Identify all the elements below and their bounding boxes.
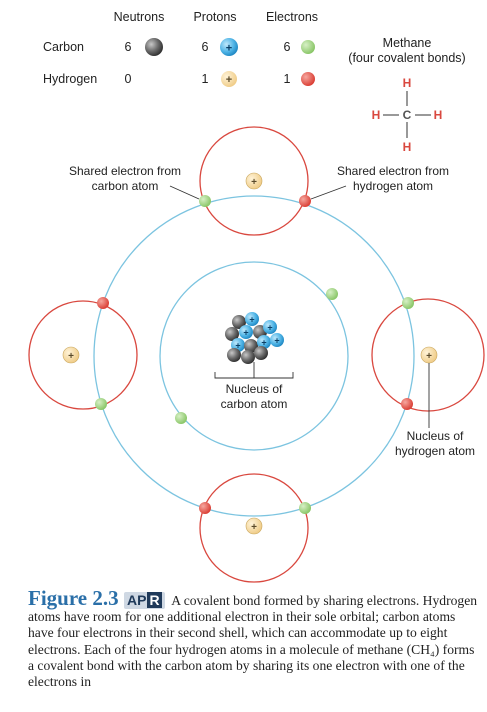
apr-badge-ap: AP <box>127 592 147 608</box>
label-shared-hydrogen-2: hydrogen atom <box>353 179 433 193</box>
nucleus-neutron <box>241 350 255 364</box>
carbon-inner-electron <box>175 412 187 424</box>
methane-title: Methane <box>383 36 432 50</box>
nucleus-proton-plus: + <box>274 336 279 346</box>
hydrogen-proton-icon <box>221 71 237 87</box>
hydrogen-orbital-left <box>28 300 138 410</box>
carbon-neutrons: 6 <box>125 40 132 54</box>
nucleus-neutron <box>225 327 239 341</box>
hydrogen-nucleus-bottom <box>245 517 263 535</box>
methane-h-top: H <box>403 76 412 90</box>
nucleus-proton-plus: + <box>235 341 240 351</box>
methane-subtitle: (four covalent bonds) <box>348 51 465 65</box>
nucleus-proton <box>245 312 259 326</box>
methane-h-right: H <box>434 108 443 122</box>
label-shared-carbon-2: carbon atom <box>92 179 159 193</box>
label-shared-carbon-1: Shared electron from <box>69 164 181 178</box>
nucleus-proton <box>239 325 253 339</box>
header-protons: Protons <box>193 10 236 24</box>
hydrogen-protons: 1 <box>202 72 209 86</box>
carbon-shells <box>93 195 415 517</box>
leader-shared-carbon <box>169 185 200 200</box>
nucleus-proton-plus: + <box>249 315 254 325</box>
nucleus-neutron <box>244 339 258 353</box>
hydrogen-nucleus-right-plus: + <box>426 351 432 362</box>
shared-electron-carbon-right <box>402 297 414 309</box>
label-nucleus-carbon-2: carbon atom <box>221 397 288 411</box>
label-nucleus-hydrogen-2: hydrogen atom <box>395 444 475 458</box>
header-electrons: Electrons <box>266 10 318 24</box>
header-neutrons: Neutrons <box>114 10 165 24</box>
nucleus-proton-plus: + <box>261 338 266 348</box>
hydrogen-electrons: 1 <box>284 72 291 86</box>
shared-electron-hydrogen-bottom <box>199 502 211 514</box>
shared-electron-carbon-top <box>199 195 211 207</box>
carbon-inner-electron <box>326 288 338 300</box>
row-carbon-label: Carbon <box>43 40 84 54</box>
label-nucleus-carbon-1: Nucleus of <box>226 382 283 396</box>
nucleus-proton-plus: + <box>243 328 248 338</box>
hydrogen-neutrons: 0 <box>125 72 132 86</box>
nucleus-proton <box>263 320 277 334</box>
label-nucleus-hydrogen-1: Nucleus of <box>407 429 464 443</box>
hydrogen-nucleus-bottom-plus: + <box>251 522 257 533</box>
caption-text: A covalent bond formed by sharing electr… <box>28 593 478 690</box>
shared-electron-carbon-left <box>95 398 107 410</box>
row-hydrogen-label: Hydrogen <box>43 72 97 86</box>
neutron-icon <box>145 38 163 56</box>
nucleus-neutron <box>254 346 268 360</box>
nucleus-proton <box>270 333 284 347</box>
nucleus-proton-plus: + <box>267 323 272 333</box>
hydrogen-orbital-top <box>199 126 309 236</box>
hydrogen-nucleus-left <box>62 346 80 364</box>
carbon-inner-shell <box>159 261 349 451</box>
hydrogen-orbital-bottom <box>199 473 309 583</box>
hydrogen-nuclei: + + + + <box>62 172 438 535</box>
nucleus-neutron <box>227 348 241 362</box>
callouts: Shared electron from carbon atom Shared … <box>69 164 475 458</box>
electron-green-icon <box>301 40 315 54</box>
hydrogen-nucleus-top-plus: + <box>251 177 257 188</box>
shared-electron-hydrogen-right <box>401 398 413 410</box>
apr-badge-r: R <box>147 592 162 608</box>
methane-h-left: H <box>372 108 381 122</box>
proton-icon-plus: + <box>226 43 232 55</box>
carbon-outer-shell <box>93 195 415 517</box>
label-shared-hydrogen-1: Shared electron from <box>337 164 449 178</box>
hydrogen-nucleus-left-plus: + <box>68 351 74 362</box>
hydrogen-orbital-right <box>371 298 485 412</box>
shared-electron-hydrogen-top <box>299 195 311 207</box>
hydrogen-orbitals <box>28 126 485 583</box>
methane-c: C <box>403 108 412 122</box>
electron-red-icon <box>301 72 315 86</box>
shared-electron-hydrogen-left <box>97 297 109 309</box>
leader-shared-hydrogen <box>310 185 347 200</box>
methane-h-bottom: H <box>403 140 412 154</box>
carbon-electrons: 6 <box>284 40 291 54</box>
carbon-protons: 6 <box>202 40 209 54</box>
carbon-nucleus: + + + + + + <box>225 312 284 364</box>
proton-icon <box>220 38 238 56</box>
nucleus-proton <box>257 335 271 349</box>
methane-formula: Methane (four covalent bonds) H H H H C <box>348 36 465 154</box>
electrons <box>95 195 414 514</box>
hydrogen-proton-plus: + <box>226 74 232 86</box>
shared-electron-carbon-bottom <box>299 502 311 514</box>
nucleus-neutron <box>232 315 246 329</box>
figure-label: Figure 2.3 <box>28 586 119 610</box>
particle-table: Neutrons Protons Electrons Carbon 6 6 + … <box>43 10 318 87</box>
hydrogen-nucleus-top <box>245 172 263 190</box>
